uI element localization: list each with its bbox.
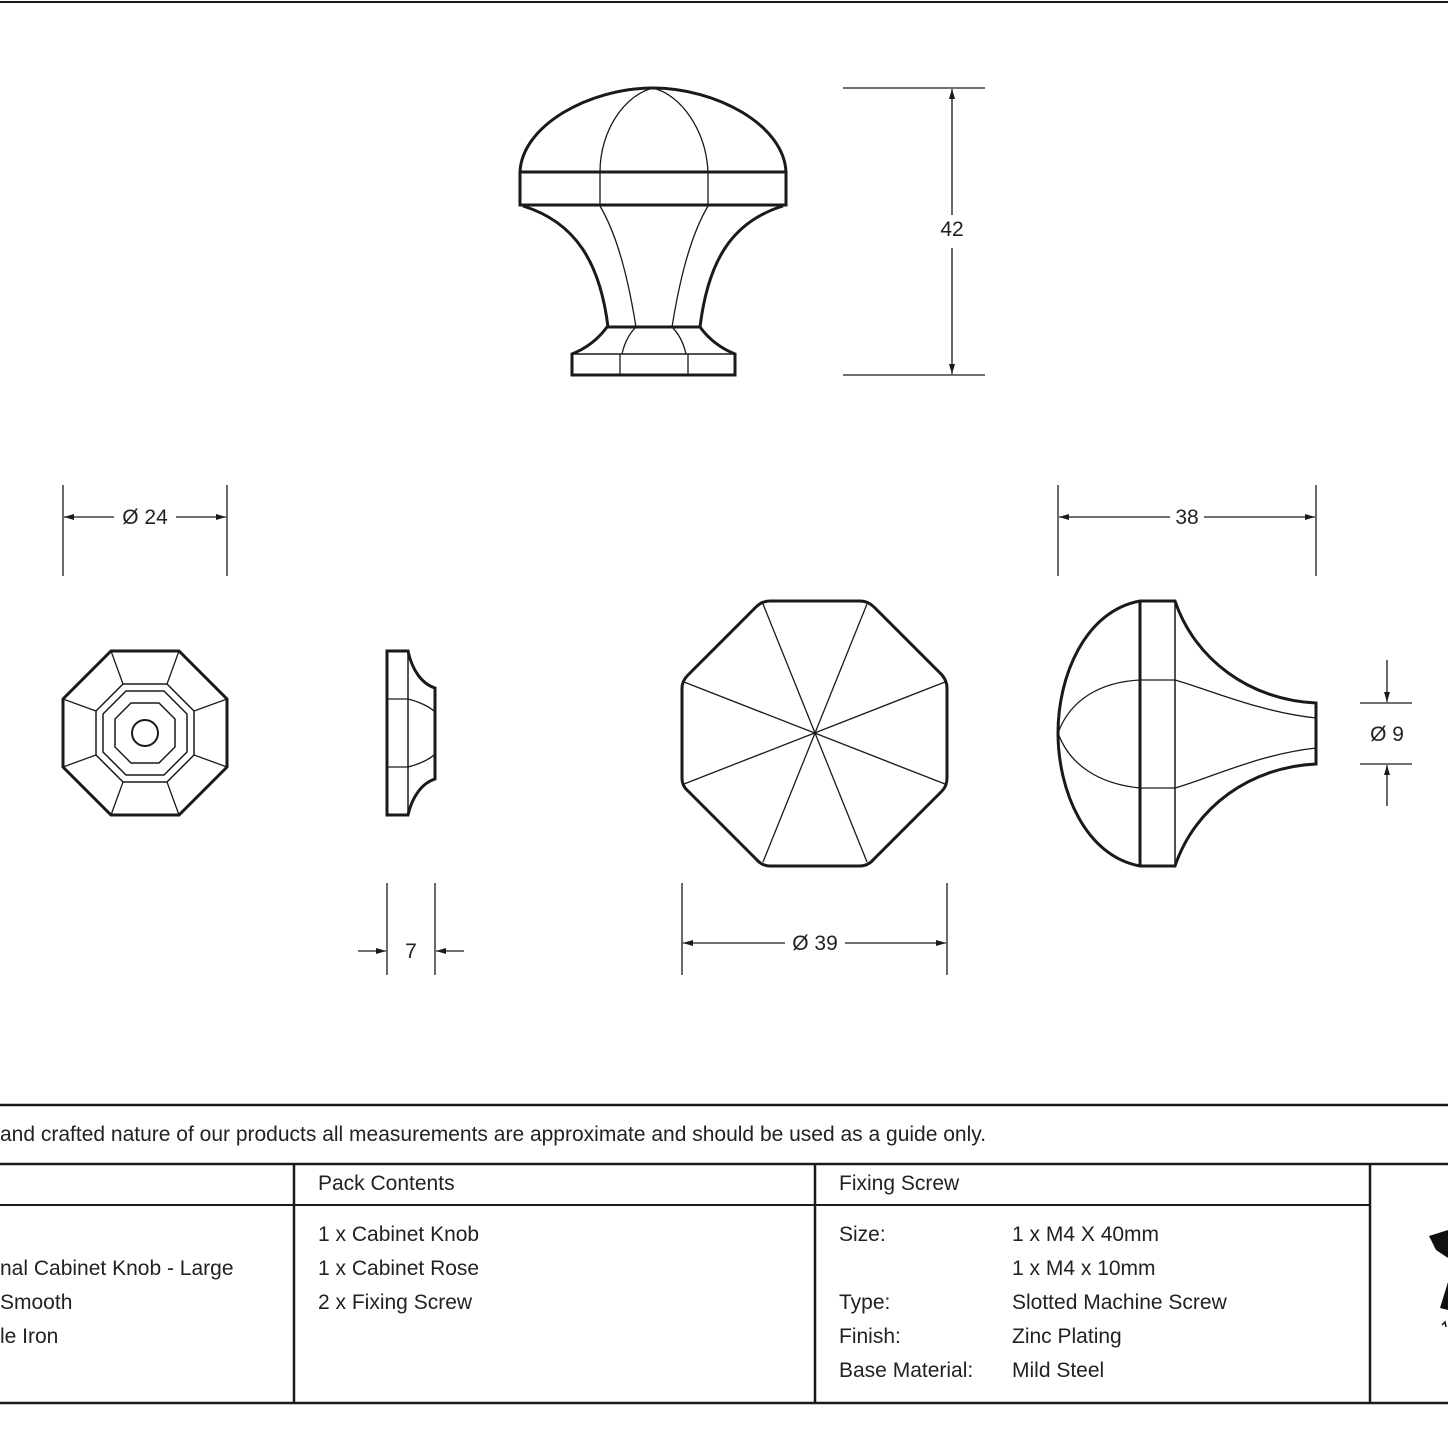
disclaimer-text: and crafted nature of our products all m… bbox=[0, 1123, 987, 1146]
spec-label: Finish: bbox=[839, 1325, 901, 1348]
rose-top-view bbox=[61, 649, 229, 817]
spec-label bbox=[839, 1252, 973, 1286]
spec-label: Type: bbox=[839, 1291, 891, 1314]
spec-label: Base Material: bbox=[839, 1359, 974, 1382]
spec-value: Zinc Plating bbox=[1012, 1325, 1122, 1348]
rose-thickness-dimension bbox=[358, 883, 464, 975]
neck-diameter-label: Ø 9 bbox=[1370, 723, 1404, 746]
pack-contents-list: 1 x Cabinet Knob 1 x Cabinet Rose 2 x Fi… bbox=[318, 1218, 479, 1320]
height-dimension bbox=[843, 87, 985, 376]
fixing-screw-values: 1 x M4 X 40mm 1 x M4 x 10mm Slotted Mach… bbox=[1012, 1218, 1227, 1388]
pack-contents-header: Pack Contents bbox=[318, 1172, 455, 1195]
pack-item: 1 x Cabinet Knob bbox=[318, 1223, 480, 1246]
knob-top-view bbox=[680, 599, 949, 868]
rose-thickness-label: 7 bbox=[405, 940, 417, 963]
projection-label: 38 bbox=[1175, 506, 1198, 529]
knob-diameter-label: Ø 39 bbox=[792, 932, 838, 955]
rose-side-view bbox=[385, 649, 437, 817]
fixing-screw-labels: Size: Type: Finish: Base Material: bbox=[839, 1218, 973, 1388]
rose-diameter-label: Ø 24 bbox=[122, 506, 168, 529]
spec-value: Slotted Machine Screw bbox=[1012, 1291, 1227, 1314]
height-label: 42 bbox=[940, 218, 963, 241]
product-description: nal Cabinet Knob - Large Smooth le Iron bbox=[0, 1252, 234, 1354]
spec-value: Mild Steel bbox=[1012, 1359, 1105, 1382]
projection-dimension bbox=[1057, 485, 1317, 576]
fixing-screw-header: Fixing Screw bbox=[839, 1172, 960, 1195]
pack-item: 2 x Fixing Screw bbox=[318, 1291, 473, 1314]
product-line: nal Cabinet Knob - Large bbox=[0, 1257, 234, 1280]
knob-front-view bbox=[518, 86, 788, 377]
knob-diameter-dimension bbox=[681, 883, 948, 975]
neck-diameter-dimension bbox=[1360, 660, 1412, 806]
spec-label: Size: bbox=[839, 1223, 886, 1246]
spec-value: 1 x M4 x 10mm bbox=[1012, 1257, 1156, 1280]
spec-value: 1 x M4 X 40mm bbox=[1012, 1223, 1160, 1246]
rose-diameter-dimension bbox=[62, 485, 228, 576]
product-line: le Iron bbox=[0, 1325, 59, 1348]
product-line: Smooth bbox=[0, 1291, 73, 1314]
pack-item: 1 x Cabinet Rose bbox=[318, 1257, 480, 1280]
knob-side-view bbox=[1056, 599, 1318, 868]
logo-icon bbox=[1429, 1230, 1448, 1328]
title-block-frame bbox=[0, 1103, 1448, 1405]
